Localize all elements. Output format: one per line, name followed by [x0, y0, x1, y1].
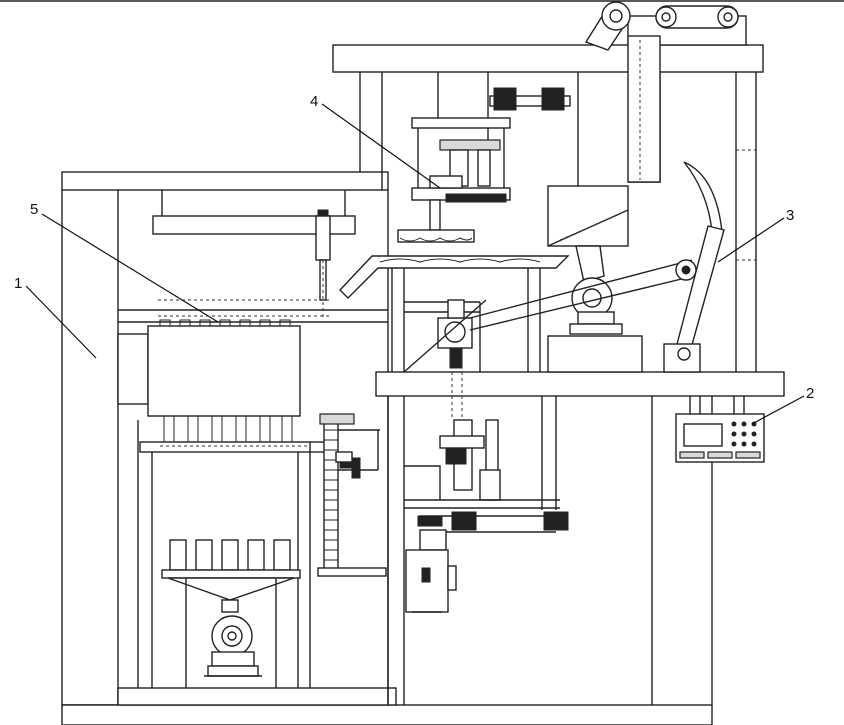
- screw-rod: [317, 413, 387, 577]
- press-head-unit: [397, 72, 629, 247]
- callout-label-4: 4: [310, 93, 318, 110]
- callout-label-3: 3: [786, 207, 794, 224]
- cutter-arm: [663, 161, 725, 373]
- callout-label-1: 1: [14, 275, 22, 292]
- callout-2: 2: [751, 385, 814, 425]
- filter-box-unit: [117, 190, 356, 688]
- lower-left-pump: [161, 539, 301, 688]
- lower-belt-motor: [405, 511, 569, 613]
- callout-label-2: 2: [806, 385, 814, 402]
- callout-label-5: 5: [30, 201, 38, 218]
- callout-5: 5: [30, 201, 219, 323]
- center-drive: [404, 299, 560, 510]
- callout-4: 4: [310, 93, 441, 189]
- callout-3: 3: [717, 207, 794, 263]
- callout-1: 1: [14, 275, 97, 359]
- control-panel: [675, 396, 765, 463]
- top-rollers: [584, 1, 739, 51]
- tray-and-pump: [339, 245, 697, 373]
- main-frame: [61, 15, 785, 725]
